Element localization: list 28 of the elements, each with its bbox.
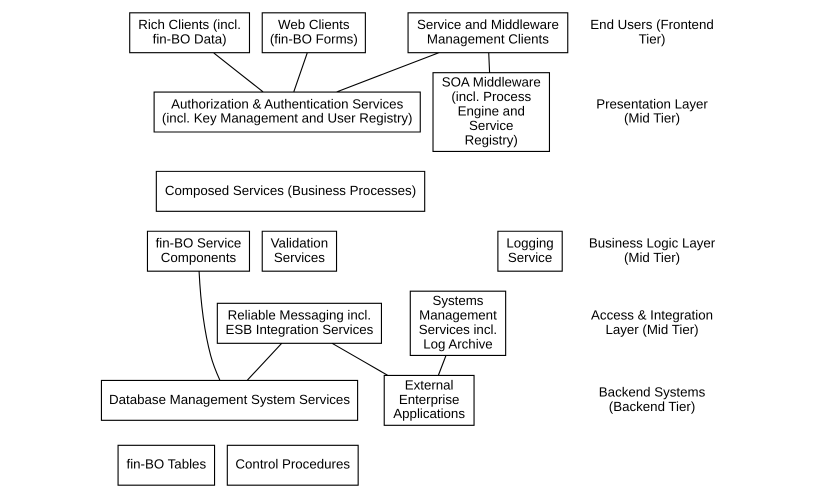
connector [292,52,308,92]
connector [198,271,220,380]
connector [331,342,388,376]
connector [246,342,282,380]
node-box: Validation Services [261,230,337,272]
label: Backend Systems (Backend Tier) [598,384,705,414]
node-box: Systems Management Services incl. Log Archive [409,290,506,356]
node-box: SOA Middleware (incl. Process Engine and Service Registry) [432,72,550,152]
node-box: fin-BO Tables [117,444,215,486]
label: Access & Integration Layer (Mid Tier) [590,308,713,337]
node-box: External Enterprise Applications [383,374,474,426]
connector [437,356,446,376]
node-box: Web Clients (fin-BO Forms) [261,12,366,54]
node-box: Composed Services (Business Processes) [155,170,425,212]
node-box: Authorization & Authentication Services (incl. Key Management and User Registry) [153,92,420,133]
connector [488,52,490,73]
node-box: Reliable Messaging incl. ESB Integration Services [216,302,382,344]
label: Presentation Layer (Mid Tier) [596,96,708,126]
label: Business Logic Layer (Mid Tier) [588,235,715,265]
node-box: Database Management System Services [100,380,358,421]
node-box: Logging Service [496,230,562,272]
connector [212,52,263,92]
node-box: Rich Clients (incl. fin-BO Data) [128,12,250,54]
connector [336,52,438,93]
label: End Users (Frontend Tier) [590,16,714,46]
node-box: Control Procedures [226,444,358,486]
node-box: fin-BO Service Components [146,230,250,272]
node-box: Service and Middleware Management Clients [407,12,568,54]
